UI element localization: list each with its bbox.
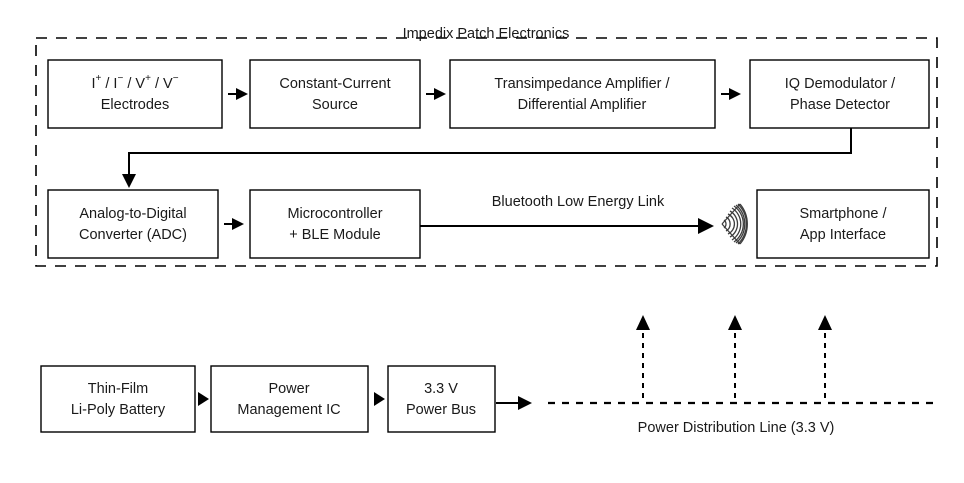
block-constant-current-source-line2: Source: [312, 97, 358, 113]
patch-electronics-enclosure: [35, 37, 938, 267]
block-battery-line1: Thin-Film: [88, 381, 148, 397]
block-power-bus-rect: [387, 365, 496, 433]
power-branch-2: [728, 315, 742, 398]
wireless-signal-icon: [721, 203, 748, 245]
block-transimpedance-amplifier: Transimpedance Amplifier / Differential …: [449, 59, 716, 129]
block-battery-rect: [40, 365, 196, 433]
block-constant-current-source-line1: Constant-Current: [279, 76, 390, 92]
block-adc: Analog-to-Digital Converter (ADC): [47, 189, 219, 259]
block-smartphone: Smartphone / App Interface: [756, 189, 930, 259]
block-constant-current-source: Constant-Current Source: [249, 59, 421, 129]
block-microcontroller-line2: + BLE Module: [289, 227, 381, 243]
power-branch-1: [636, 315, 650, 398]
block-microcontroller-line1: Microcontroller: [287, 206, 382, 222]
block-smartphone-line1: Smartphone /: [799, 206, 887, 222]
block-electrodes-line2: Electrodes: [101, 97, 170, 113]
block-power-bus-line1: 3.3 V: [424, 381, 458, 397]
block-smartphone-line2: App Interface: [800, 227, 886, 243]
block-battery: Thin-Film Li-Poly Battery: [40, 365, 196, 433]
enclosure-title: Impedix Patch Electronics: [403, 26, 570, 42]
block-power-bus-line2: Power Bus: [406, 402, 476, 418]
block-power-bus: 3.3 V Power Bus: [387, 365, 496, 433]
arrow-battery-to-pmic: [198, 392, 209, 406]
block-electrodes: I+ / I− / V+ / V− Electrodes: [47, 59, 223, 129]
arrow-source-to-amplifier: [426, 88, 446, 100]
block-iq-demodulator: IQ Demodulator / Phase Detector: [749, 59, 930, 129]
arrow-amplifier-to-demodulator: [721, 88, 741, 100]
block-constant-current-source-rect: [249, 59, 421, 129]
block-battery-line2: Li-Poly Battery: [71, 402, 166, 418]
arrow-bus-to-distribution: [496, 396, 532, 410]
block-iq-demodulator-line1: IQ Demodulator /: [785, 76, 896, 92]
block-adc-line1: Analog-to-Digital: [79, 206, 186, 222]
block-power-management-ic-line2: Management IC: [237, 402, 340, 418]
block-iq-demodulator-rect: [749, 59, 930, 129]
block-electrodes-rect: [47, 59, 223, 129]
connector-ble-link: Bluetooth Low Energy Link: [420, 194, 714, 234]
power-distribution-label: Power Distribution Line (3.3 V): [638, 420, 835, 436]
block-transimpedance-amplifier-rect: [449, 59, 716, 129]
ble-link-label: Bluetooth Low Energy Link: [492, 194, 665, 210]
block-microcontroller: Microcontroller + BLE Module: [249, 189, 421, 259]
block-power-management-ic: Power Management IC: [210, 365, 369, 433]
block-adc-line2: Converter (ADC): [79, 227, 187, 243]
block-adc-rect: [47, 189, 219, 259]
arrow-pmic-to-power-bus: [374, 392, 385, 406]
block-smartphone-rect: [756, 189, 930, 259]
block-electrodes-line1: I+ / I− / V+ / V−: [91, 73, 178, 92]
block-transimpedance-amplifier-line2: Differential Amplifier: [518, 97, 647, 113]
connector-demodulator-to-adc: [122, 128, 852, 188]
arrow-electrodes-to-source: [228, 88, 248, 100]
arrow-adc-to-microcontroller: [224, 218, 244, 230]
block-power-management-ic-rect: [210, 365, 369, 433]
block-transimpedance-amplifier-line1: Transimpedance Amplifier /: [494, 76, 670, 92]
power-branch-3: [818, 315, 832, 398]
block-iq-demodulator-line2: Phase Detector: [790, 97, 890, 113]
block-power-management-ic-line1: Power: [268, 381, 309, 397]
block-microcontroller-rect: [249, 189, 421, 259]
